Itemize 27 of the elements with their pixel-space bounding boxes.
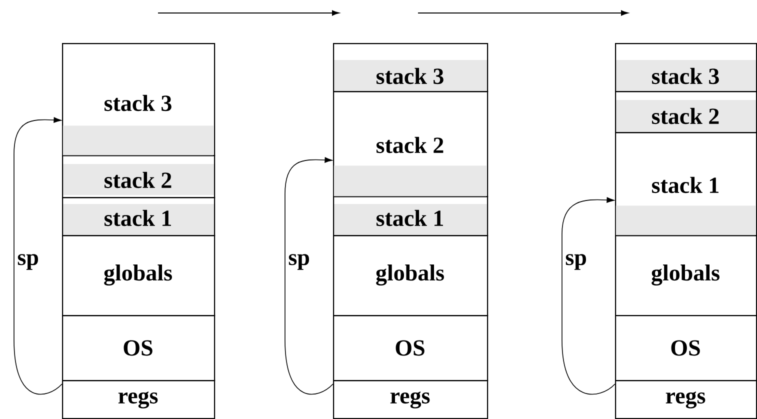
memory-cell: stack 2 [333,91,488,198]
memory-cell: regs [62,380,216,419]
memory-cell: stack 2 [62,154,216,198]
memory-cell: stack 3 [62,43,216,156]
arrow [562,197,616,395]
memory-cell: globals [62,234,216,316]
memory-cell: regs [333,380,488,419]
memory-cell: stack 1 [333,196,488,236]
edge-label: sp [288,254,309,270]
edge-label: sp [566,254,586,270]
memory-cell: stack 3 [333,43,488,92]
memory-cell: OS [333,314,488,382]
arrow [284,157,334,395]
memory-cell: regs [615,380,757,419]
arrow [14,117,62,395]
memory-cell: globals [615,234,757,316]
memory-cell: stack 2 [615,91,757,134]
memory-cell: stack 1 [62,196,216,236]
memory-cell: OS [62,314,216,382]
edge-label: sp [18,254,38,270]
memory-cell: globals [333,234,488,316]
memory-cell: stack 3 [615,43,757,92]
memory-cell: OS [615,314,757,382]
stack-band [616,206,756,236]
stack-band [62,126,214,156]
memory-cell: stack 1 [615,132,757,236]
stack-band [334,166,486,196]
